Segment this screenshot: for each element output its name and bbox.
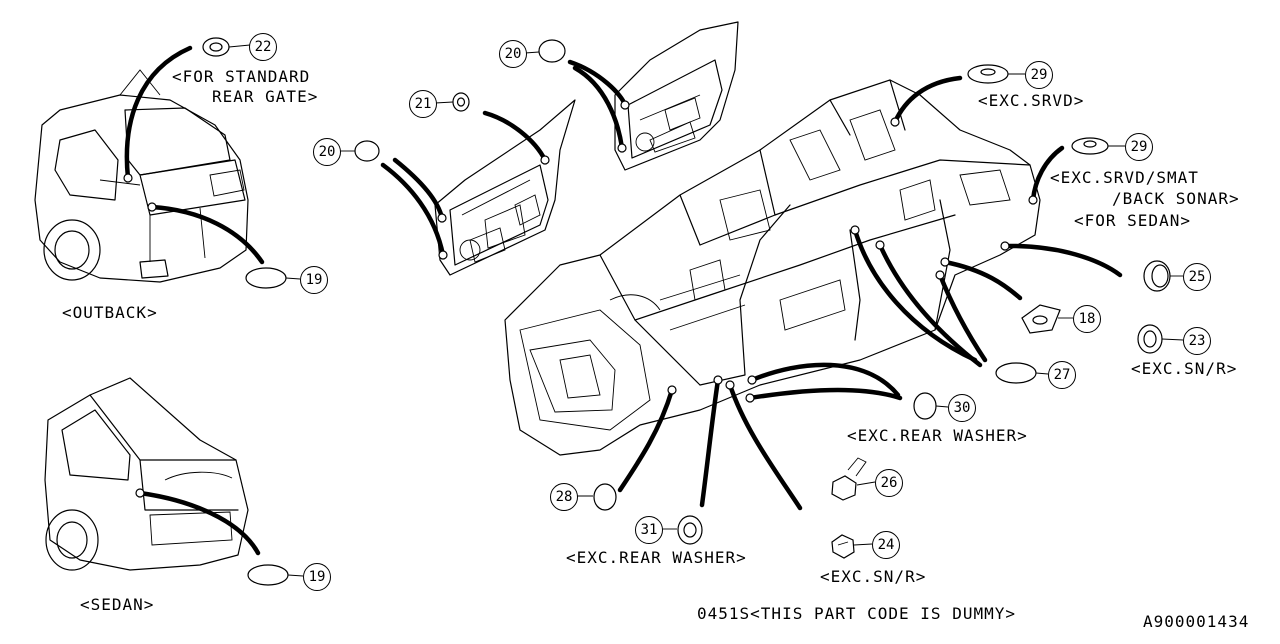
outback-rear-view xyxy=(34,69,249,283)
label-exc-snr-23: <EXC.SN/R> xyxy=(1131,359,1238,378)
part-19-plug-sedan xyxy=(247,564,289,586)
label-exc-srvd-smat-line2: /BACK SONAR> xyxy=(1112,189,1240,208)
label-exc-snr-24: <EXC.SN/R> xyxy=(820,567,927,586)
callout-27: 27 xyxy=(1048,361,1076,389)
callout-24: 24 xyxy=(872,531,900,559)
leader-lines xyxy=(124,45,1123,556)
label-outback: <OUTBACK> xyxy=(62,303,158,322)
callout-18: 18 xyxy=(1073,305,1101,333)
callout-31: 31 xyxy=(635,516,663,544)
part-27-plug xyxy=(995,362,1037,384)
rear-door-panel xyxy=(614,21,739,171)
part-28-plug xyxy=(593,483,617,511)
callout-22: 22 xyxy=(249,33,277,61)
callout-20-front: 20 xyxy=(313,138,341,166)
part-26-clip xyxy=(831,475,857,501)
drawing-id: A900001434 xyxy=(1143,612,1250,631)
part-20-plug-front xyxy=(354,140,380,162)
callout-30: 30 xyxy=(948,394,976,422)
part-19-plug-outback xyxy=(245,267,287,289)
label-exc-rear-washer-31: <EXC.REAR WASHER> xyxy=(566,548,747,567)
part-24-clip xyxy=(831,534,855,559)
callout-21: 21 xyxy=(409,90,437,118)
callout-28: 28 xyxy=(550,483,578,511)
part-20-plug-rear xyxy=(538,39,566,63)
sedan-rear-view xyxy=(44,377,249,571)
callout-19-outback: 19 xyxy=(300,266,328,294)
label-for-sedan: <FOR SEDAN> xyxy=(1074,211,1191,230)
callout-29-srvd: 29 xyxy=(1025,61,1053,89)
callout-connectors xyxy=(228,44,1184,577)
label-for-standard-line1: <FOR STANDARD xyxy=(172,67,311,86)
label-dummy-part-code: 0451S<THIS PART CODE IS DUMMY> xyxy=(697,604,1016,623)
label-sedan: <SEDAN> xyxy=(80,595,155,614)
callout-20-rear: 20 xyxy=(499,40,527,68)
callout-26: 26 xyxy=(875,469,903,497)
callout-23: 23 xyxy=(1183,327,1211,355)
label-exc-srvd-smat-line1: <EXC.SRVD/SMAT xyxy=(1050,168,1199,187)
plug-shapes xyxy=(202,37,1171,586)
callout-29-smat: 29 xyxy=(1125,133,1153,161)
body-shell xyxy=(504,79,1041,456)
attachment-points xyxy=(123,100,1038,498)
label-exc-rear-washer-30: <EXC.REAR WASHER> xyxy=(847,426,1028,445)
part-30-plug xyxy=(913,392,937,420)
label-exc-srvd: <EXC.SRVD> xyxy=(978,91,1085,110)
callout-19-sedan: 19 xyxy=(303,563,331,591)
callout-25: 25 xyxy=(1183,263,1211,291)
label-for-standard-line2: REAR GATE> xyxy=(212,87,319,106)
front-door-panel xyxy=(434,99,576,276)
